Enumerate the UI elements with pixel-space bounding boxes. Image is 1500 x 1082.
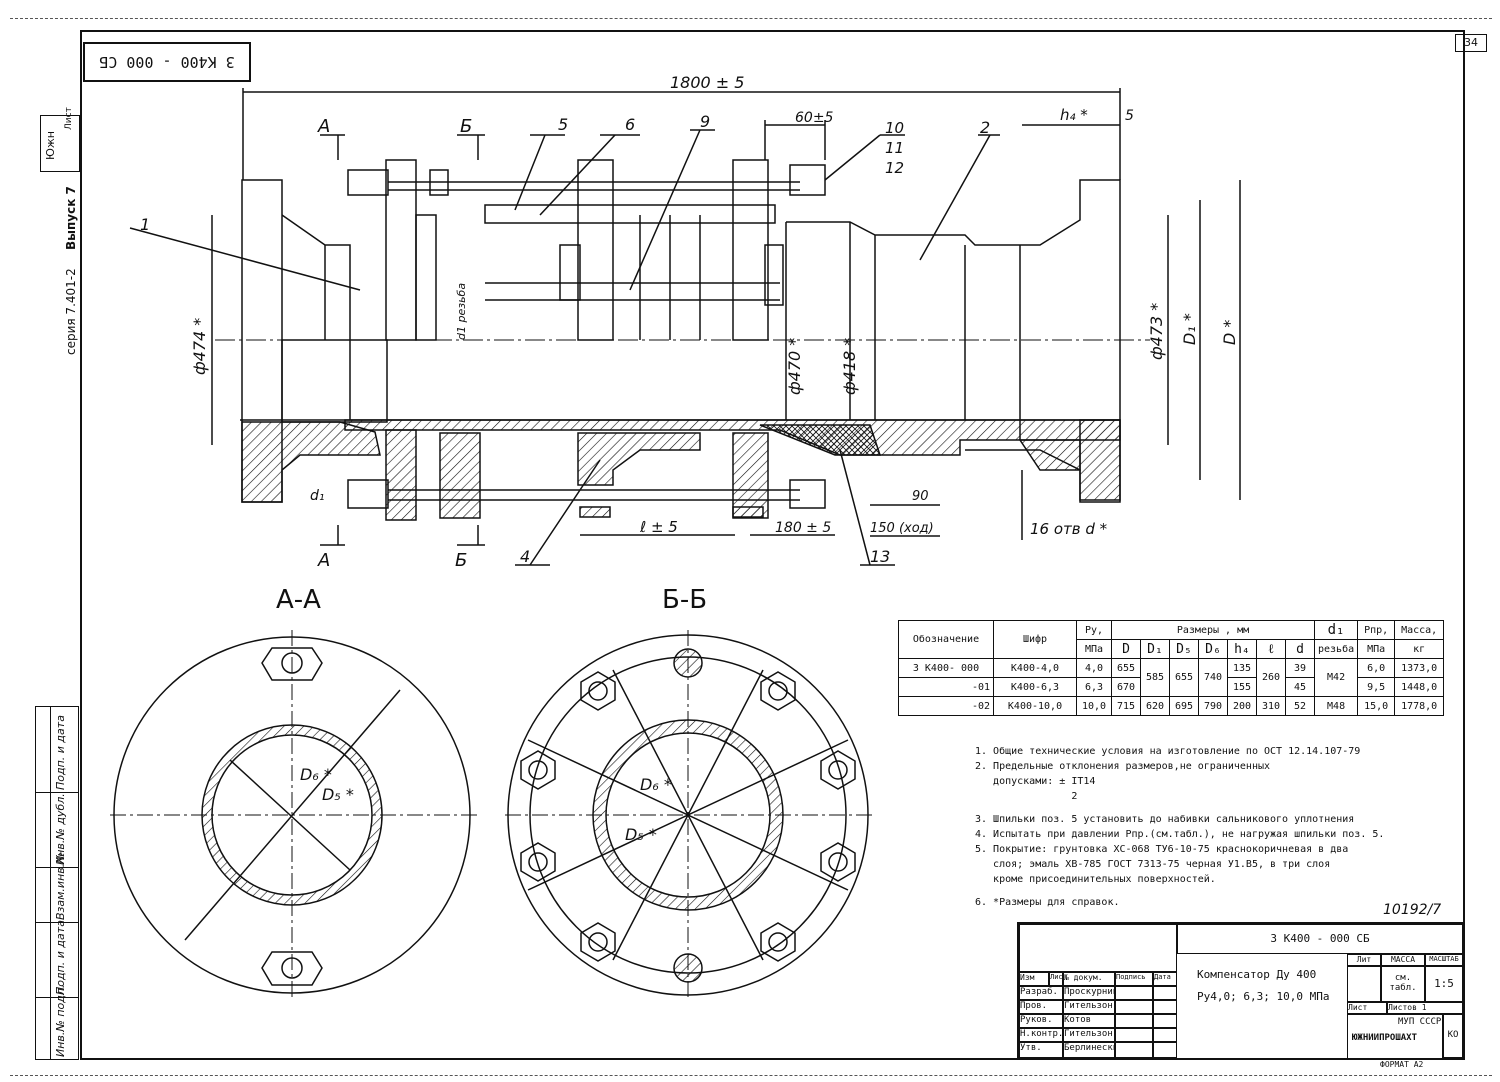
- dim-5: 5: [1125, 108, 1134, 124]
- th-designation: Обозначение: [898, 620, 994, 659]
- dim-overall: 1800 ± 5: [670, 73, 744, 92]
- section-aa: [110, 630, 480, 1000]
- spec-table: Обозначение Шифр Ру, Размеры , мм d₁ Рпр…: [898, 620, 1445, 716]
- pos-11: 11: [885, 139, 904, 157]
- note-line: 4. Испытать при давлении Рпр.(см.табл.),…: [975, 829, 1385, 840]
- sheet-frame: [80, 30, 1465, 1060]
- product-pressure: Ру4,0; 6,3; 10,0 МПа: [1197, 990, 1330, 1003]
- dim-phi473: ф473 *: [1147, 303, 1166, 360]
- dim-60: 60±5: [795, 110, 834, 126]
- pos-10: 10: [885, 119, 904, 137]
- title-block: Изм Лист № докум. Подпись Дата Разраб. П…: [1017, 922, 1465, 1060]
- cut-A-top: А: [317, 116, 330, 137]
- bb-d6: D₆ *: [640, 775, 672, 794]
- page-number: 34: [1455, 34, 1487, 52]
- note-line: 5. Покрытие: грунтовка ХС-068 ТУ6-10-75 …: [975, 844, 1349, 855]
- th-col-d: d: [1285, 639, 1315, 659]
- format-label: ФОРМАТ А2: [1380, 1060, 1424, 1069]
- dim-150: 150 (ход): [870, 521, 934, 536]
- inventory-number: 10192/7: [1383, 902, 1442, 918]
- note-line: 3. Шпильки поз. 5 установить до набивки …: [975, 814, 1355, 825]
- corner-box: [40, 115, 80, 172]
- note-line: 6. *Размеры для справок.: [975, 897, 1120, 908]
- aa-d5: D₅ *: [322, 785, 354, 804]
- th-d1: d₁: [1313, 620, 1359, 640]
- product-name: Компенсатор Ду 400: [1197, 968, 1317, 981]
- th-ppr: Рпр,: [1357, 620, 1396, 640]
- note-line: 2. Предельные отклонения размеров,не огр…: [975, 761, 1271, 772]
- table-row: -01 К400-6,3 6,3 670 155 45 9,5 1448,0: [898, 677, 1445, 697]
- dim-D1: D₁ *: [1180, 313, 1199, 345]
- th-col-D: D: [1111, 639, 1141, 659]
- cut-B-bottom: Б: [455, 550, 467, 571]
- doc-number: 3 К400 - 000 СБ: [1177, 924, 1463, 954]
- dim-phi470: ф470 *: [785, 338, 804, 395]
- pos-4: 4: [520, 547, 530, 566]
- dim-phi418: ф418 *: [840, 338, 859, 395]
- sheet-trim-line: [10, 18, 1492, 1076]
- th-col-h4: h₄: [1227, 639, 1257, 659]
- th-sizes: Размеры , мм: [1111, 620, 1315, 640]
- note-line: 1. Общие технические условия на изготовл…: [975, 746, 1361, 757]
- pos-2: 2: [980, 118, 990, 137]
- dim-h4: h₄ *: [1060, 106, 1088, 124]
- side-stamp-block: Подп. и дата Инв.№ дубл. Взам.инв.№ Подп…: [35, 706, 79, 1060]
- pos-6: 6: [625, 115, 635, 134]
- aa-d6: D₆ *: [300, 765, 332, 784]
- th-py-unit: МПа: [1076, 639, 1112, 659]
- table-row: 3 К400- 000 К400-4,0 4,0 655 585 655 740…: [898, 658, 1445, 697]
- cut-A-bottom: А: [317, 550, 330, 571]
- pos-1: 1: [140, 215, 150, 234]
- note-line: 2: [975, 791, 1078, 802]
- note-line: допусками: ± IT14: [975, 776, 1096, 787]
- cut-B-top: Б: [460, 116, 472, 137]
- th-col-l: ℓ: [1256, 639, 1286, 659]
- th-mass: Масса,: [1394, 620, 1445, 640]
- th-col-D5: D₅: [1169, 639, 1199, 659]
- th-mass-unit: кг: [1394, 639, 1445, 659]
- th-d1-sub: резьба: [1313, 639, 1359, 659]
- dim-holes: 16 отв d *: [1030, 520, 1108, 538]
- section-aa-title: А-А: [276, 585, 321, 615]
- pos-5: 5: [558, 115, 568, 134]
- section-bb: [505, 630, 875, 1000]
- note-line: слоя; эмаль ХВ-785 ГОСТ 7313-75 черная У…: [975, 859, 1331, 870]
- dim-180: 180 ± 5: [775, 520, 831, 536]
- technical-notes: 1. Общие технические условия на изготовл…: [975, 744, 1395, 910]
- th-code: Шифр: [993, 620, 1077, 659]
- dim-D: D *: [1220, 320, 1239, 345]
- note-line: кроме присоединительных поверхностей.: [975, 874, 1216, 885]
- pos-12: 12: [885, 159, 904, 177]
- table-row: -02 К400-10,0 10,0 715 620 695 790 200 3…: [898, 696, 1445, 716]
- th-ppr-unit: МПа: [1357, 639, 1396, 659]
- dim-90: 90: [912, 489, 929, 504]
- bb-d5: D₅ *: [625, 825, 657, 844]
- section-bb-title: Б-Б: [662, 585, 708, 615]
- th-col-D6: D₆: [1198, 639, 1228, 659]
- pos-9: 9: [700, 112, 710, 131]
- pos-13: 13: [870, 547, 890, 566]
- dim-phi474: ф474 *: [190, 318, 209, 375]
- th-col-D1: D₁: [1140, 639, 1170, 659]
- dim-d1: d₁: [310, 488, 325, 504]
- dim-l: ℓ ± 5: [639, 518, 678, 536]
- dim-thread: d1 резьба: [455, 283, 468, 340]
- th-py: Ру,: [1076, 620, 1112, 640]
